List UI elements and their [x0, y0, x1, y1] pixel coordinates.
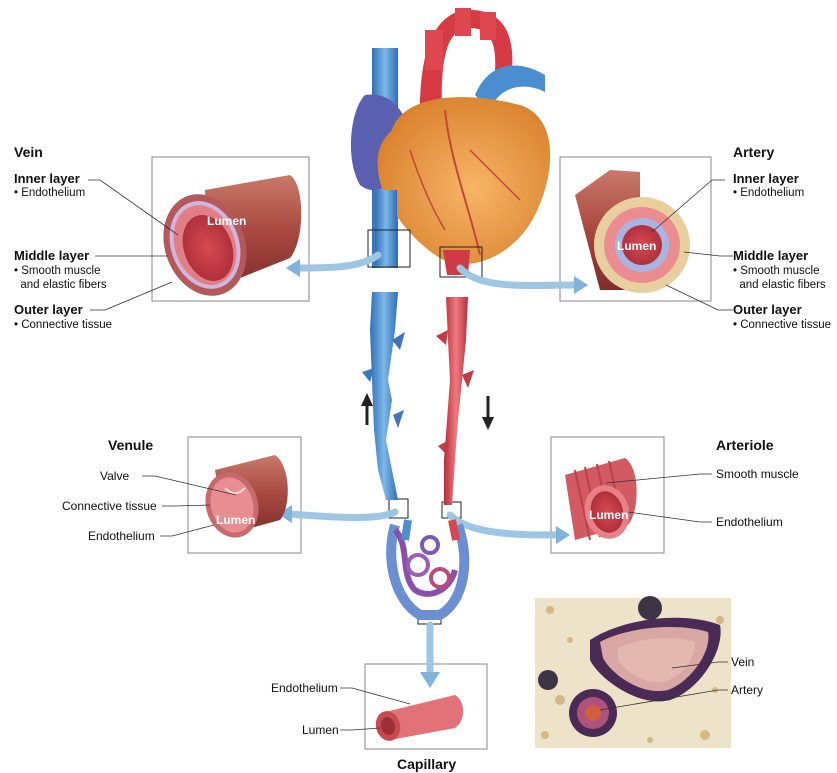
arteriole-smooth-muscle-label: Smooth muscle: [716, 467, 799, 481]
venule-cross-section: [198, 455, 287, 544]
artery-lumen-label: Lumen: [617, 239, 656, 253]
artery-outer-layer-label: Outer layer: [733, 303, 802, 317]
artery-inner-item: • Endothelium: [733, 187, 804, 200]
arteriole-endothelium-label: Endothelium: [716, 515, 783, 529]
capillary-title: Capillary: [397, 757, 456, 771]
venule-valve-label: Valve: [100, 469, 129, 483]
capillary-bed: [391, 520, 464, 615]
micrograph-image: [535, 596, 731, 748]
artery-middle-item: • Smooth muscle: [733, 265, 819, 278]
venule-connective-tissue-label: Connective tissue: [62, 499, 157, 513]
capillary-lumen-label: Lumen: [302, 723, 339, 737]
artery-middle-item: and elastic fibers: [733, 279, 826, 292]
vein-middle-layer-label: Middle layer: [14, 249, 89, 263]
venule-title: Venule: [108, 438, 153, 452]
vein-trunk: [362, 292, 405, 500]
vein-outer-item: • Connective tissue: [14, 319, 112, 332]
artery-cross-section: [575, 170, 690, 293]
artery-outer-item: • Connective tissue: [733, 319, 837, 332]
vein-title: Vein: [14, 145, 43, 159]
flow-arrows: [290, 255, 575, 670]
ventricles: [378, 97, 551, 264]
venule-endothelium-label: Endothelium: [88, 529, 155, 543]
vein-cross-section: [150, 175, 302, 308]
venule-lumen-label: Lumen: [216, 513, 255, 527]
capillary-endothelium-label: Endothelium: [271, 681, 338, 695]
micrograph-vein-label: Vein: [731, 655, 754, 669]
heart-illustration: [351, 8, 550, 275]
artery-inner-layer-label: Inner layer: [733, 172, 799, 186]
vein-lumen-label: Lumen: [207, 214, 246, 228]
artery-middle-layer-label: Middle layer: [733, 249, 808, 263]
artery-title: Artery: [733, 145, 774, 159]
arteriole-lumen-label: Lumen: [589, 508, 628, 522]
artery-trunk: [436, 297, 474, 505]
capillary-cross-section: [373, 695, 464, 744]
micrograph-artery-label: Artery: [731, 683, 763, 697]
arteriole-cross-section: [565, 458, 637, 544]
vein-inner-layer-label: Inner layer: [14, 172, 80, 186]
arteriole-title: Arteriole: [716, 438, 774, 452]
vein-middle-item: and elastic fibers: [14, 279, 107, 292]
vein-inner-item: • Endothelium: [14, 187, 85, 200]
down-arrow-icon: [482, 417, 494, 430]
up-arrow-icon: [361, 393, 373, 406]
vein-outer-layer-label: Outer layer: [14, 303, 83, 317]
vein-middle-item: • Smooth muscle: [14, 265, 100, 278]
